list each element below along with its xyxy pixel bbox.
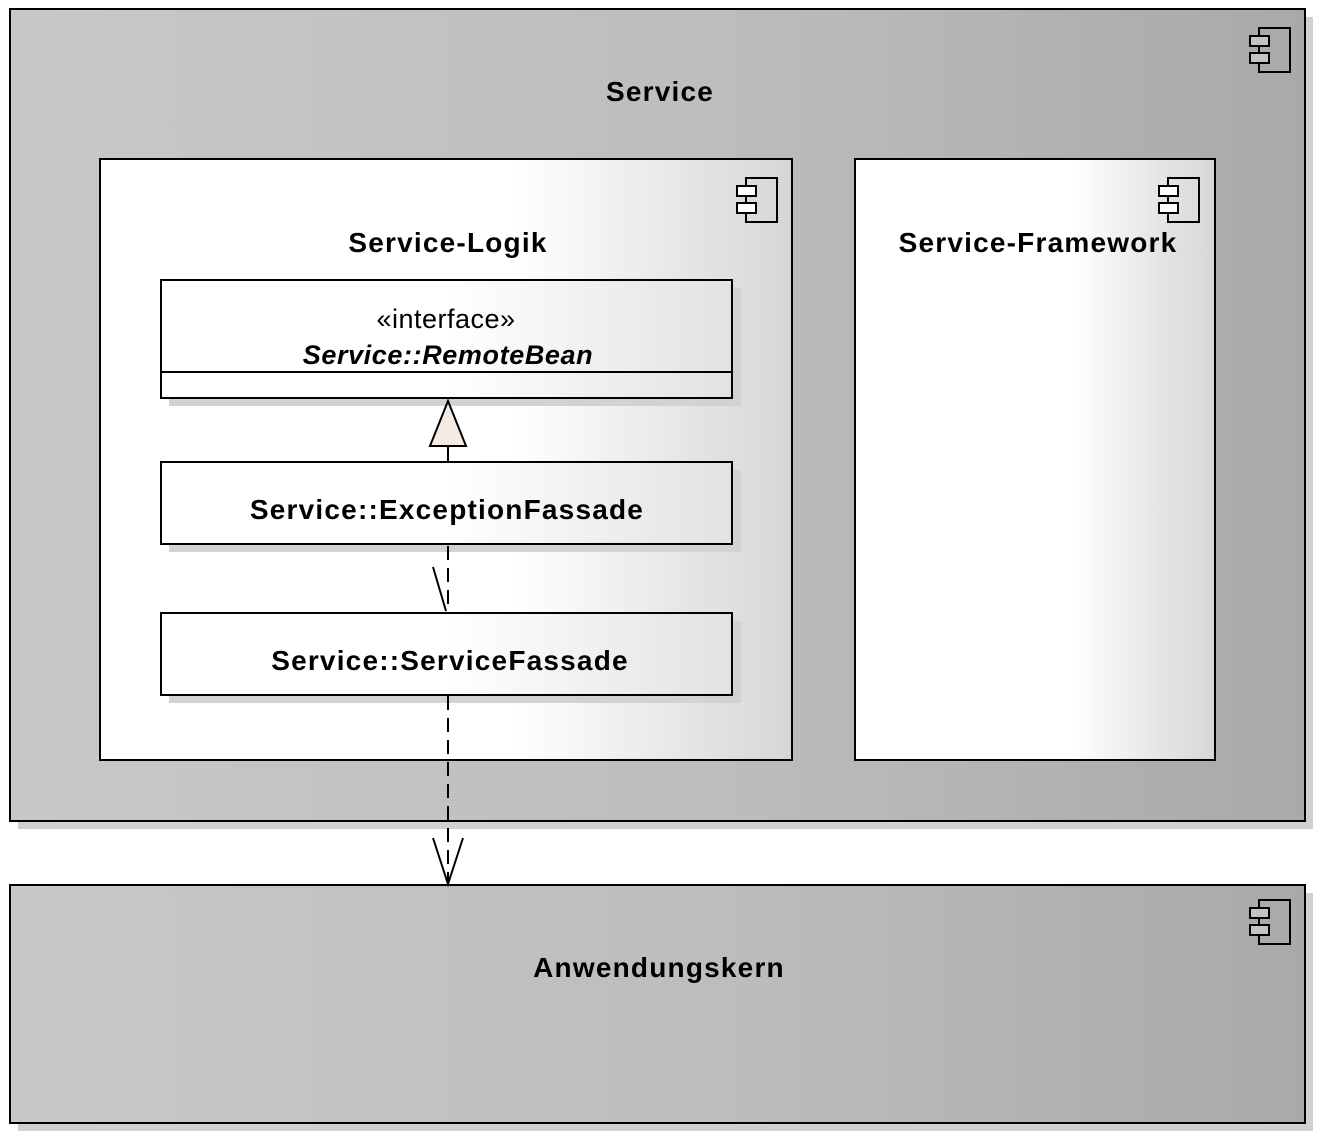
service-framework-title: Service-Framework	[899, 227, 1178, 258]
service-title: Service	[606, 76, 714, 107]
class-box	[160, 279, 733, 399]
component-icon	[1249, 899, 1291, 945]
service-logik-component[interactable]: Service-Logik «interface» Service::Remot…	[99, 158, 793, 761]
class-box	[160, 461, 733, 545]
anwendungskern-title: Anwendungskern	[533, 952, 785, 983]
dependency-to-exception-fassade[interactable]	[432, 546, 449, 612]
realization-arrowhead	[428, 398, 468, 447]
dependency-arrowhead	[432, 837, 464, 888]
realization-connector[interactable]	[428, 398, 468, 462]
dependency-to-anwendungskern[interactable]	[432, 696, 464, 888]
service-framework-box	[854, 158, 1216, 761]
component-icon	[1158, 177, 1200, 223]
exception-fassade-class[interactable]: Service::ExceptionFassade	[160, 461, 741, 552]
component-icon	[736, 177, 778, 223]
service-fassade-class[interactable]: Service::ServiceFassade	[160, 612, 741, 703]
service-framework-component[interactable]: Service-Framework	[854, 158, 1216, 761]
class-box	[160, 612, 733, 696]
anwendungskern-component[interactable]: Anwendungskern	[9, 884, 1313, 1131]
interface-stereotype: «interface»	[376, 304, 515, 334]
class-name: Service::ServiceFassade	[271, 645, 629, 676]
interface-name: Service::RemoteBean	[303, 340, 594, 370]
service-logik-title: Service-Logik	[348, 227, 547, 258]
dependency-arrowhead	[432, 566, 447, 612]
remote-bean-interface[interactable]: «interface» Service::RemoteBean	[160, 279, 741, 406]
class-name: Service::ExceptionFassade	[250, 494, 644, 525]
anwendungskern-box	[9, 884, 1306, 1124]
component-icon	[1249, 27, 1291, 73]
